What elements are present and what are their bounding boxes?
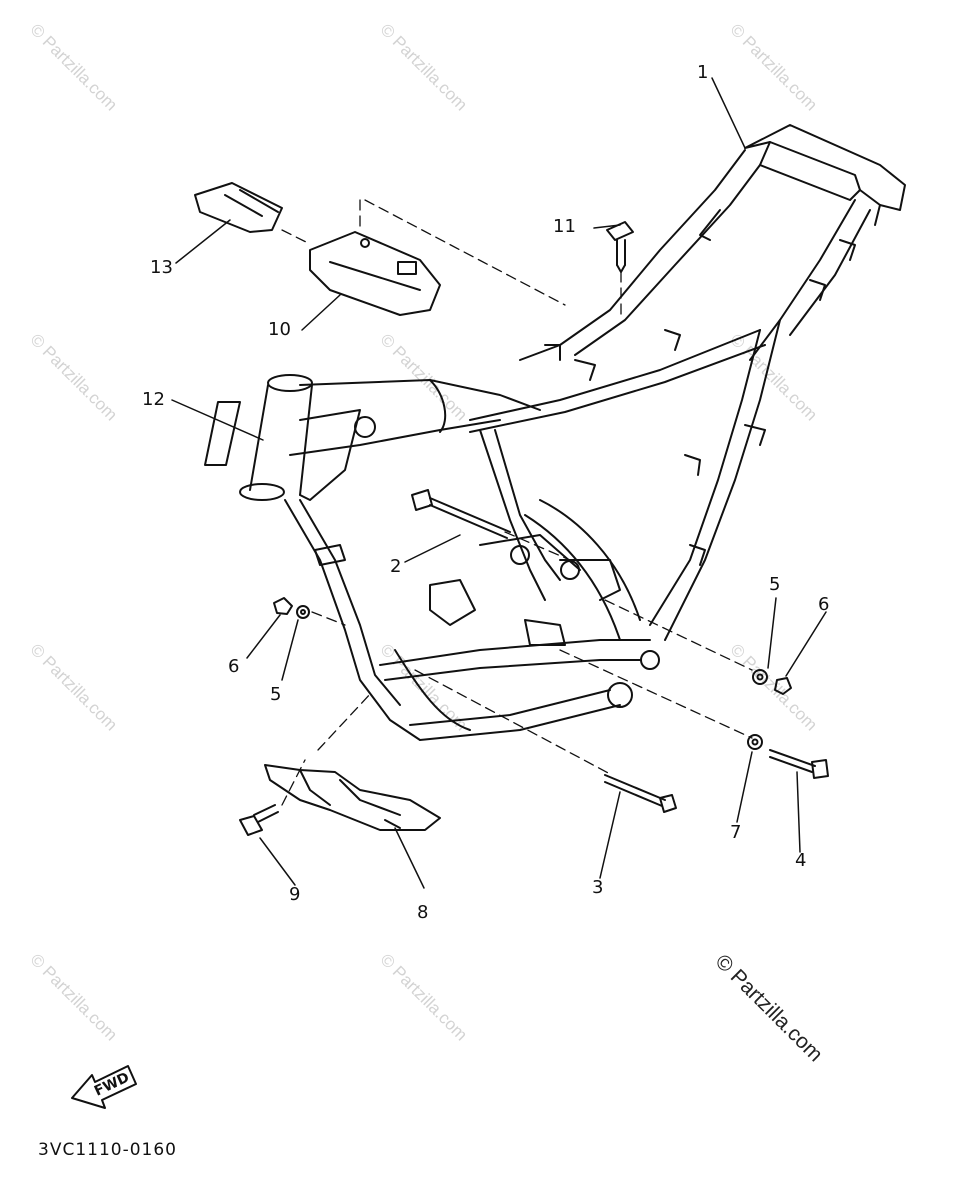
part-10-cover <box>309 231 441 316</box>
fwd-arrow-icon: FWD <box>71 1065 137 1109</box>
callout-7: 7 <box>730 822 741 843</box>
callout-11: 11 <box>553 216 576 237</box>
diagram-part-code: 3VC1110-0160 <box>38 1140 177 1160</box>
callout-5: 5 <box>769 574 780 595</box>
callout-12: 12 <box>142 389 165 410</box>
callout-10: 10 <box>268 319 291 340</box>
callout-6: 6 <box>818 594 829 615</box>
part-2-bolt <box>411 489 511 539</box>
part-11-bolt <box>606 221 634 273</box>
callout-2: 2 <box>390 556 401 577</box>
callout-8: 8 <box>417 902 428 923</box>
part-3-bolt <box>604 774 677 813</box>
part-13-pad <box>194 182 283 233</box>
callout-13: 13 <box>150 257 173 278</box>
part-4-bolt <box>769 749 829 779</box>
callout-6: 6 <box>228 656 239 677</box>
callout-5: 5 <box>270 684 281 705</box>
part-12-label <box>204 401 241 466</box>
part-9-bolt <box>239 804 279 836</box>
callout-9: 9 <box>289 884 300 905</box>
callout-4: 4 <box>795 850 806 871</box>
callout-3: 3 <box>592 877 603 898</box>
callout-1: 1 <box>697 62 708 83</box>
part-8-skid-plate <box>264 764 441 831</box>
main-frame <box>239 124 906 741</box>
